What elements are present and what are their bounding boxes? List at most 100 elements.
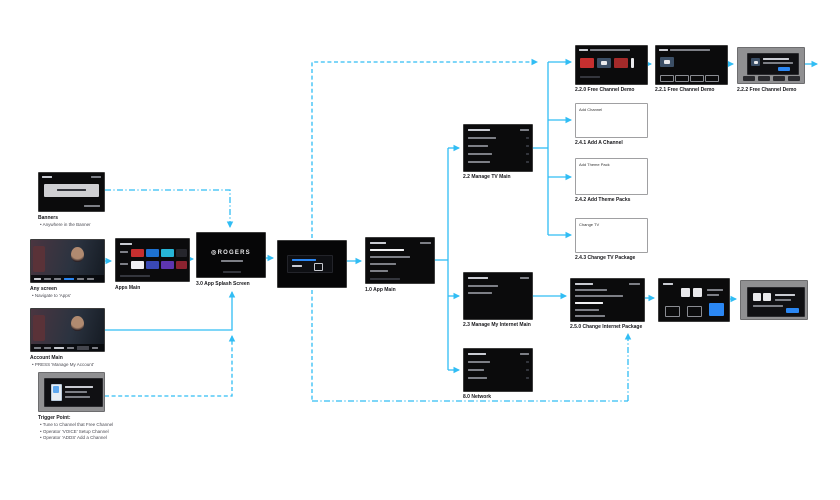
screen-any[interactable] xyxy=(30,239,105,283)
menu-bar xyxy=(44,346,51,349)
menu-row xyxy=(468,153,492,155)
header-bar xyxy=(575,283,593,285)
trigger-bullet-1: • Tune to Channel that Free Channel xyxy=(40,422,114,427)
chevron-right-icon xyxy=(526,369,529,371)
demo-button xyxy=(705,75,719,82)
add-channel-label: 2.4.1 Add A Channel xyxy=(575,140,623,146)
menu-bar xyxy=(77,277,84,280)
menu-row xyxy=(370,256,410,258)
package-icon xyxy=(763,293,771,301)
header-bar xyxy=(468,353,486,355)
screen-app-main[interactable] xyxy=(365,237,435,284)
package-icon xyxy=(681,288,690,297)
screen-internet-packages[interactable] xyxy=(658,278,730,322)
package-option-button xyxy=(687,306,702,317)
activation-code-box xyxy=(314,263,323,271)
screen-manage-tv[interactable] xyxy=(463,124,533,172)
free-demo-1-label: 2.2.1 Free Channel Demo xyxy=(655,87,715,93)
package-icon xyxy=(753,293,761,301)
decor-bar xyxy=(84,205,100,207)
menu-bar xyxy=(44,277,51,280)
app-main-label: 1.0 App Main xyxy=(365,287,396,293)
activation-panel xyxy=(287,255,333,273)
free-demo-0-label: 2.2.0 Free Channel Demo xyxy=(575,87,635,93)
screen-change-tv[interactable]: Change TV xyxy=(575,218,648,253)
screen-free-demo-2[interactable] xyxy=(737,47,805,84)
screen-apps-main[interactable] xyxy=(115,238,190,282)
screen-banners[interactable] xyxy=(38,172,105,212)
package-icon xyxy=(693,288,702,297)
apps-main-label: Apps Main xyxy=(115,285,141,291)
screen-free-demo-1[interactable] xyxy=(655,45,728,85)
menu-row xyxy=(370,263,396,265)
menu-bar xyxy=(87,277,94,280)
decor-bar xyxy=(120,243,132,245)
screen-splash[interactable]: ◎ROGERS xyxy=(196,232,266,278)
screen-internet-confirm[interactable] xyxy=(740,280,808,320)
splash-subtext-bar xyxy=(221,260,243,262)
grey-button xyxy=(788,76,800,81)
header-bar xyxy=(663,283,673,285)
grey-button xyxy=(743,76,755,81)
manage-tv-label: 2.2 Manage TV Main xyxy=(463,174,511,180)
menu-row xyxy=(468,285,498,287)
screen-manage-internet[interactable] xyxy=(463,272,533,320)
chevron-right-icon xyxy=(526,145,529,147)
screen-change-internet[interactable] xyxy=(570,278,645,322)
menu-row xyxy=(468,145,488,147)
banners-label: Banners xyxy=(38,215,59,221)
menu-row xyxy=(468,369,484,371)
screen-activation[interactable] xyxy=(277,240,347,288)
modal-text-bar xyxy=(65,386,93,388)
decor-bar xyxy=(579,49,588,51)
grey-button xyxy=(758,76,770,81)
chevron-right-icon xyxy=(526,161,529,163)
decor-bar xyxy=(120,251,128,253)
app-tile-cyan xyxy=(161,249,174,257)
screen-theme-packs[interactable]: Add Theme Pack xyxy=(575,158,648,195)
demo-button xyxy=(660,75,674,82)
decor-bar xyxy=(590,49,630,51)
manage-internet-label: 2.3 Manage My Internet Main xyxy=(463,322,531,328)
header-bar xyxy=(420,242,431,244)
modal-cta-button xyxy=(786,308,799,313)
screen-free-demo-0[interactable] xyxy=(575,45,648,85)
header-bar xyxy=(520,129,529,131)
menu-row xyxy=(468,161,490,163)
demo-modal xyxy=(747,53,799,75)
menu-row xyxy=(468,361,490,363)
banner-text-bar xyxy=(57,189,86,191)
decor-bar xyxy=(42,176,52,178)
person-face xyxy=(71,316,84,331)
rogers-logo: ◎ROGERS xyxy=(197,249,265,256)
screen-trigger-point[interactable] xyxy=(38,372,105,412)
modal-text-bar xyxy=(763,58,789,60)
text-row xyxy=(707,294,719,296)
app-tile-dark xyxy=(176,249,187,257)
add-channel-corner: Add Channel xyxy=(579,107,603,112)
screen-account-main[interactable] xyxy=(30,308,105,352)
menu-row xyxy=(370,270,388,272)
free-demo-2-label: 2.2.2 Free Channel Demo xyxy=(737,87,797,93)
text-row-highlight xyxy=(575,302,603,304)
modal-text-bar xyxy=(753,305,783,307)
decor-bar xyxy=(120,263,128,265)
grey-button xyxy=(773,76,785,81)
app-tile-indigo xyxy=(146,261,159,269)
channel-logo-glyph xyxy=(664,60,670,64)
screen-network[interactable] xyxy=(463,348,533,392)
activation-link-bar xyxy=(292,259,316,261)
person-face xyxy=(71,247,84,262)
text-row xyxy=(575,309,599,311)
screen-add-channel[interactable]: Add Channel xyxy=(575,103,648,138)
header-bar xyxy=(520,353,529,355)
trigger-point-label: Trigger Point: xyxy=(38,415,71,421)
decor-bar xyxy=(580,76,600,78)
account-main-label: Account Main xyxy=(30,355,63,361)
bottom-menu-strip xyxy=(31,275,104,282)
decor-bar xyxy=(223,271,241,273)
menu-bar xyxy=(92,346,98,349)
any-screen-label: Any screen xyxy=(30,286,57,292)
app-tile-maroon xyxy=(176,261,187,269)
